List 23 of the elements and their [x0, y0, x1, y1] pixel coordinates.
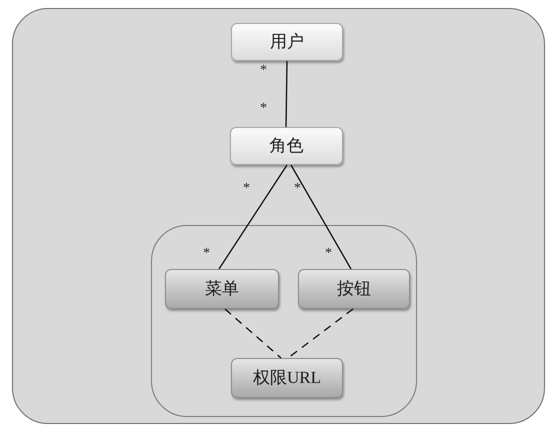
class-name: 用户 — [270, 31, 304, 54]
class-name: 权限URL — [253, 367, 321, 390]
multiplicity-label: * — [325, 247, 332, 261]
class-name: 角色 — [270, 135, 304, 158]
multiplicity-label: * — [203, 247, 210, 261]
class-box — [231, 23, 343, 61]
connector-line — [290, 164, 352, 270]
multiplicity-label: * — [260, 102, 267, 116]
multiplicity-label: * — [294, 182, 301, 196]
class-name: 菜单 — [205, 278, 239, 300]
connector-line — [218, 164, 288, 270]
multiplicity-label: * — [243, 182, 250, 196]
dashed-connector — [288, 308, 354, 359]
group-frame — [151, 225, 417, 417]
class-box — [231, 358, 343, 398]
class-box — [298, 269, 410, 309]
connector-line — [285, 61, 288, 127]
class-box — [230, 127, 343, 165]
diagram-frame — [12, 8, 545, 424]
class-box — [165, 269, 279, 309]
multiplicity-label: * — [260, 64, 267, 78]
dashed-connector — [224, 308, 282, 358]
class-name: 按钮 — [337, 278, 371, 300]
